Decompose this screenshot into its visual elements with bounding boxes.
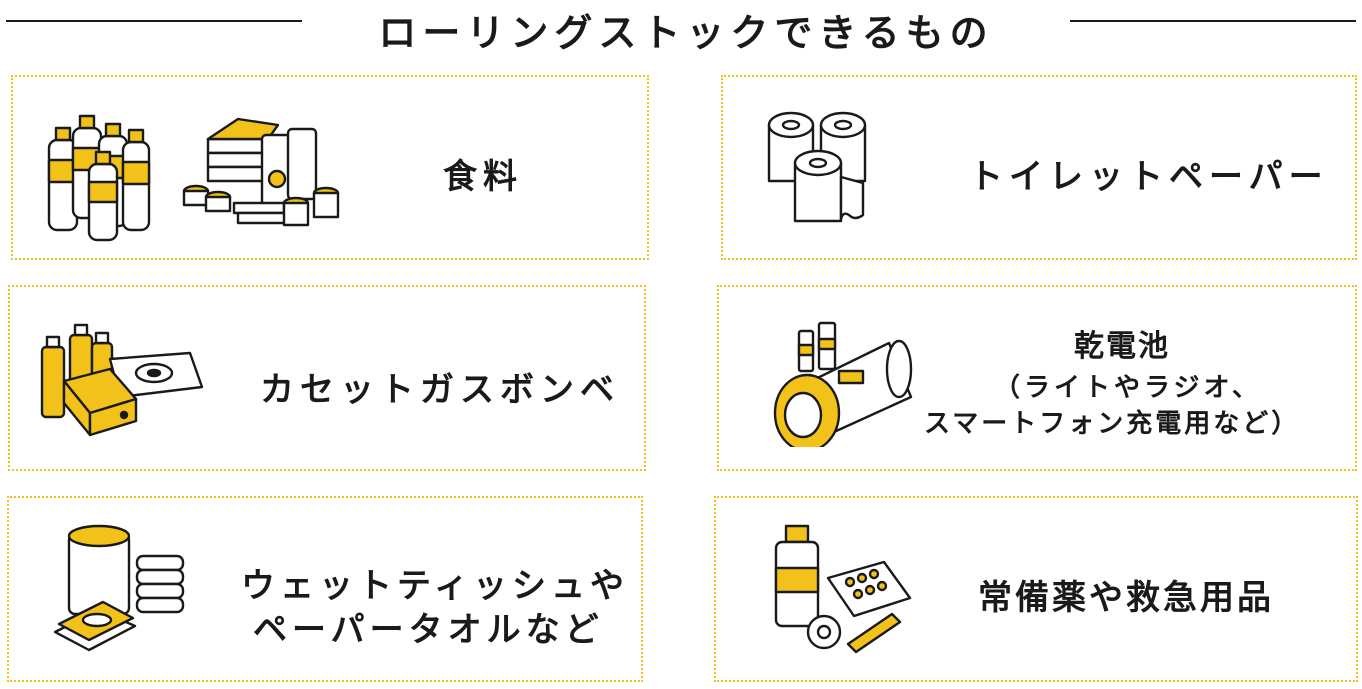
page-title: ローリングストックできるもの — [378, 11, 994, 55]
item-label-wet-tissue-line2: ペーパータオルなど — [253, 610, 604, 650]
item-label-batteries-line2: （ライトやラジオ、 — [994, 373, 1262, 403]
food-stock-icon — [182, 117, 340, 227]
item-label-food: 食料 — [443, 157, 523, 197]
toilet-paper-icon — [767, 111, 867, 223]
medicine-bottle-icon — [774, 524, 820, 628]
card-medicine: 常備薬や救急用品 — [714, 496, 1358, 682]
item-label-wet-tissue-line1: ウェットティッシュや — [241, 566, 629, 606]
header: ローリングストックできるもの — [0, 0, 1362, 60]
paper-towel-icon — [135, 554, 185, 614]
item-label-batteries-line3: スマートフォン充電用など） — [924, 409, 1301, 439]
item-label-batteries-title: 乾電池 — [1074, 329, 1170, 364]
batteries-flashlight-icon — [773, 321, 913, 447]
pill-pack-icon — [826, 560, 912, 618]
card-gas-canister: カセットガスボンベ — [8, 285, 646, 471]
title-divider-right — [1070, 20, 1356, 22]
item-label-gas-canister: カセットガスボンベ — [260, 370, 620, 410]
wet-tissue-icon — [53, 524, 137, 652]
item-label-toilet-paper: トイレットペーパー — [969, 157, 1329, 197]
bandage-icon — [806, 612, 902, 654]
card-toilet-paper: トイレットペーパー — [721, 75, 1357, 260]
card-wet-tissue: ウェットティッシュや ペーパータオルなど — [7, 496, 643, 682]
card-batteries: 乾電池 （ライトやラジオ、 スマートフォン充電用など） — [717, 285, 1357, 471]
item-label-medicine: 常備薬や救急用品 — [978, 578, 1274, 618]
water-bottles-icon — [47, 114, 151, 242]
title-divider-left — [6, 20, 302, 22]
portable-stove-icon — [62, 351, 204, 437]
card-food: 食料 — [11, 75, 649, 260]
